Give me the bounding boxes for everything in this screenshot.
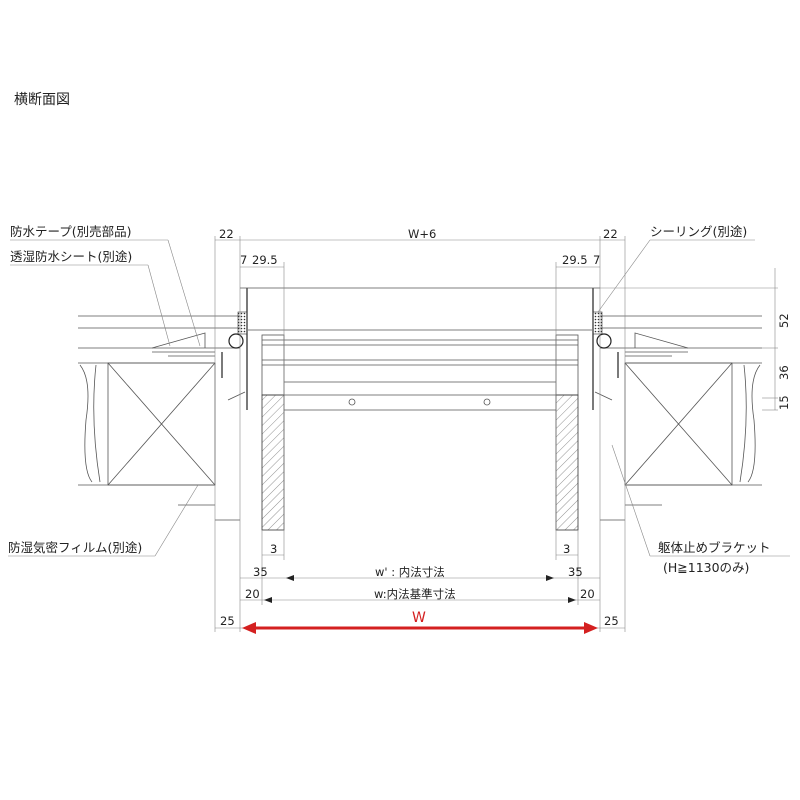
screw-icon [348,398,356,406]
dim-top-left-22: 22 [219,227,234,241]
backer-rod-right [596,333,612,349]
dim-right-35: 35 [568,565,583,579]
dim-right-52: 52 [777,313,791,328]
dim-left-7: 7 [240,253,247,267]
drawing-title: 横断面図 [14,92,70,108]
dim-left-20: 20 [245,587,260,601]
dim-left-29-5: 29.5 [252,253,278,267]
screw-icon [483,398,491,406]
leader-lines [8,239,790,557]
dim-right-36: 36 [777,365,791,380]
dim-right-20: 20 [580,587,595,601]
backer-rod-left [228,333,244,349]
dim-right-3: 3 [563,542,570,556]
dim-right-29-5: 29.5 [562,253,588,267]
dim-left-25: 25 [220,614,235,628]
label-vapor-film: 防湿気密フィルム(別途) [8,540,142,555]
label-bracket-note: (H≧1130のみ) [663,560,749,575]
jamb-left [261,394,285,531]
window-frame [221,287,619,531]
label-waterproof-tape: 防水テープ(別売部品) [10,224,132,239]
dim-overall-w: W [412,610,426,626]
label-breathable-sheet: 透湿防水シート(別途) [10,249,132,264]
dim-top-right-22: 22 [603,227,618,241]
overall-width-arrow [242,622,598,634]
dim-inner-w-prime: w' : 内法寸法 [375,565,445,579]
dim-left-35: 35 [253,565,268,579]
wall-layers [78,315,762,521]
dim-right-15: 15 [777,395,791,410]
dim-left-3: 3 [270,542,277,556]
dim-right-7: 7 [593,253,600,267]
dim-right-25: 25 [604,614,619,628]
label-bracket: 躯体止めブラケット [658,540,771,555]
extension-lines [214,236,778,632]
sealing-right [592,311,603,335]
dim-top-center: W+6 [408,227,436,241]
sealing-left [237,311,248,335]
jamb-right [555,394,579,531]
label-sealing: シーリング(別途) [650,224,747,239]
dim-inner-w: w:内法基準寸法 [374,587,456,601]
